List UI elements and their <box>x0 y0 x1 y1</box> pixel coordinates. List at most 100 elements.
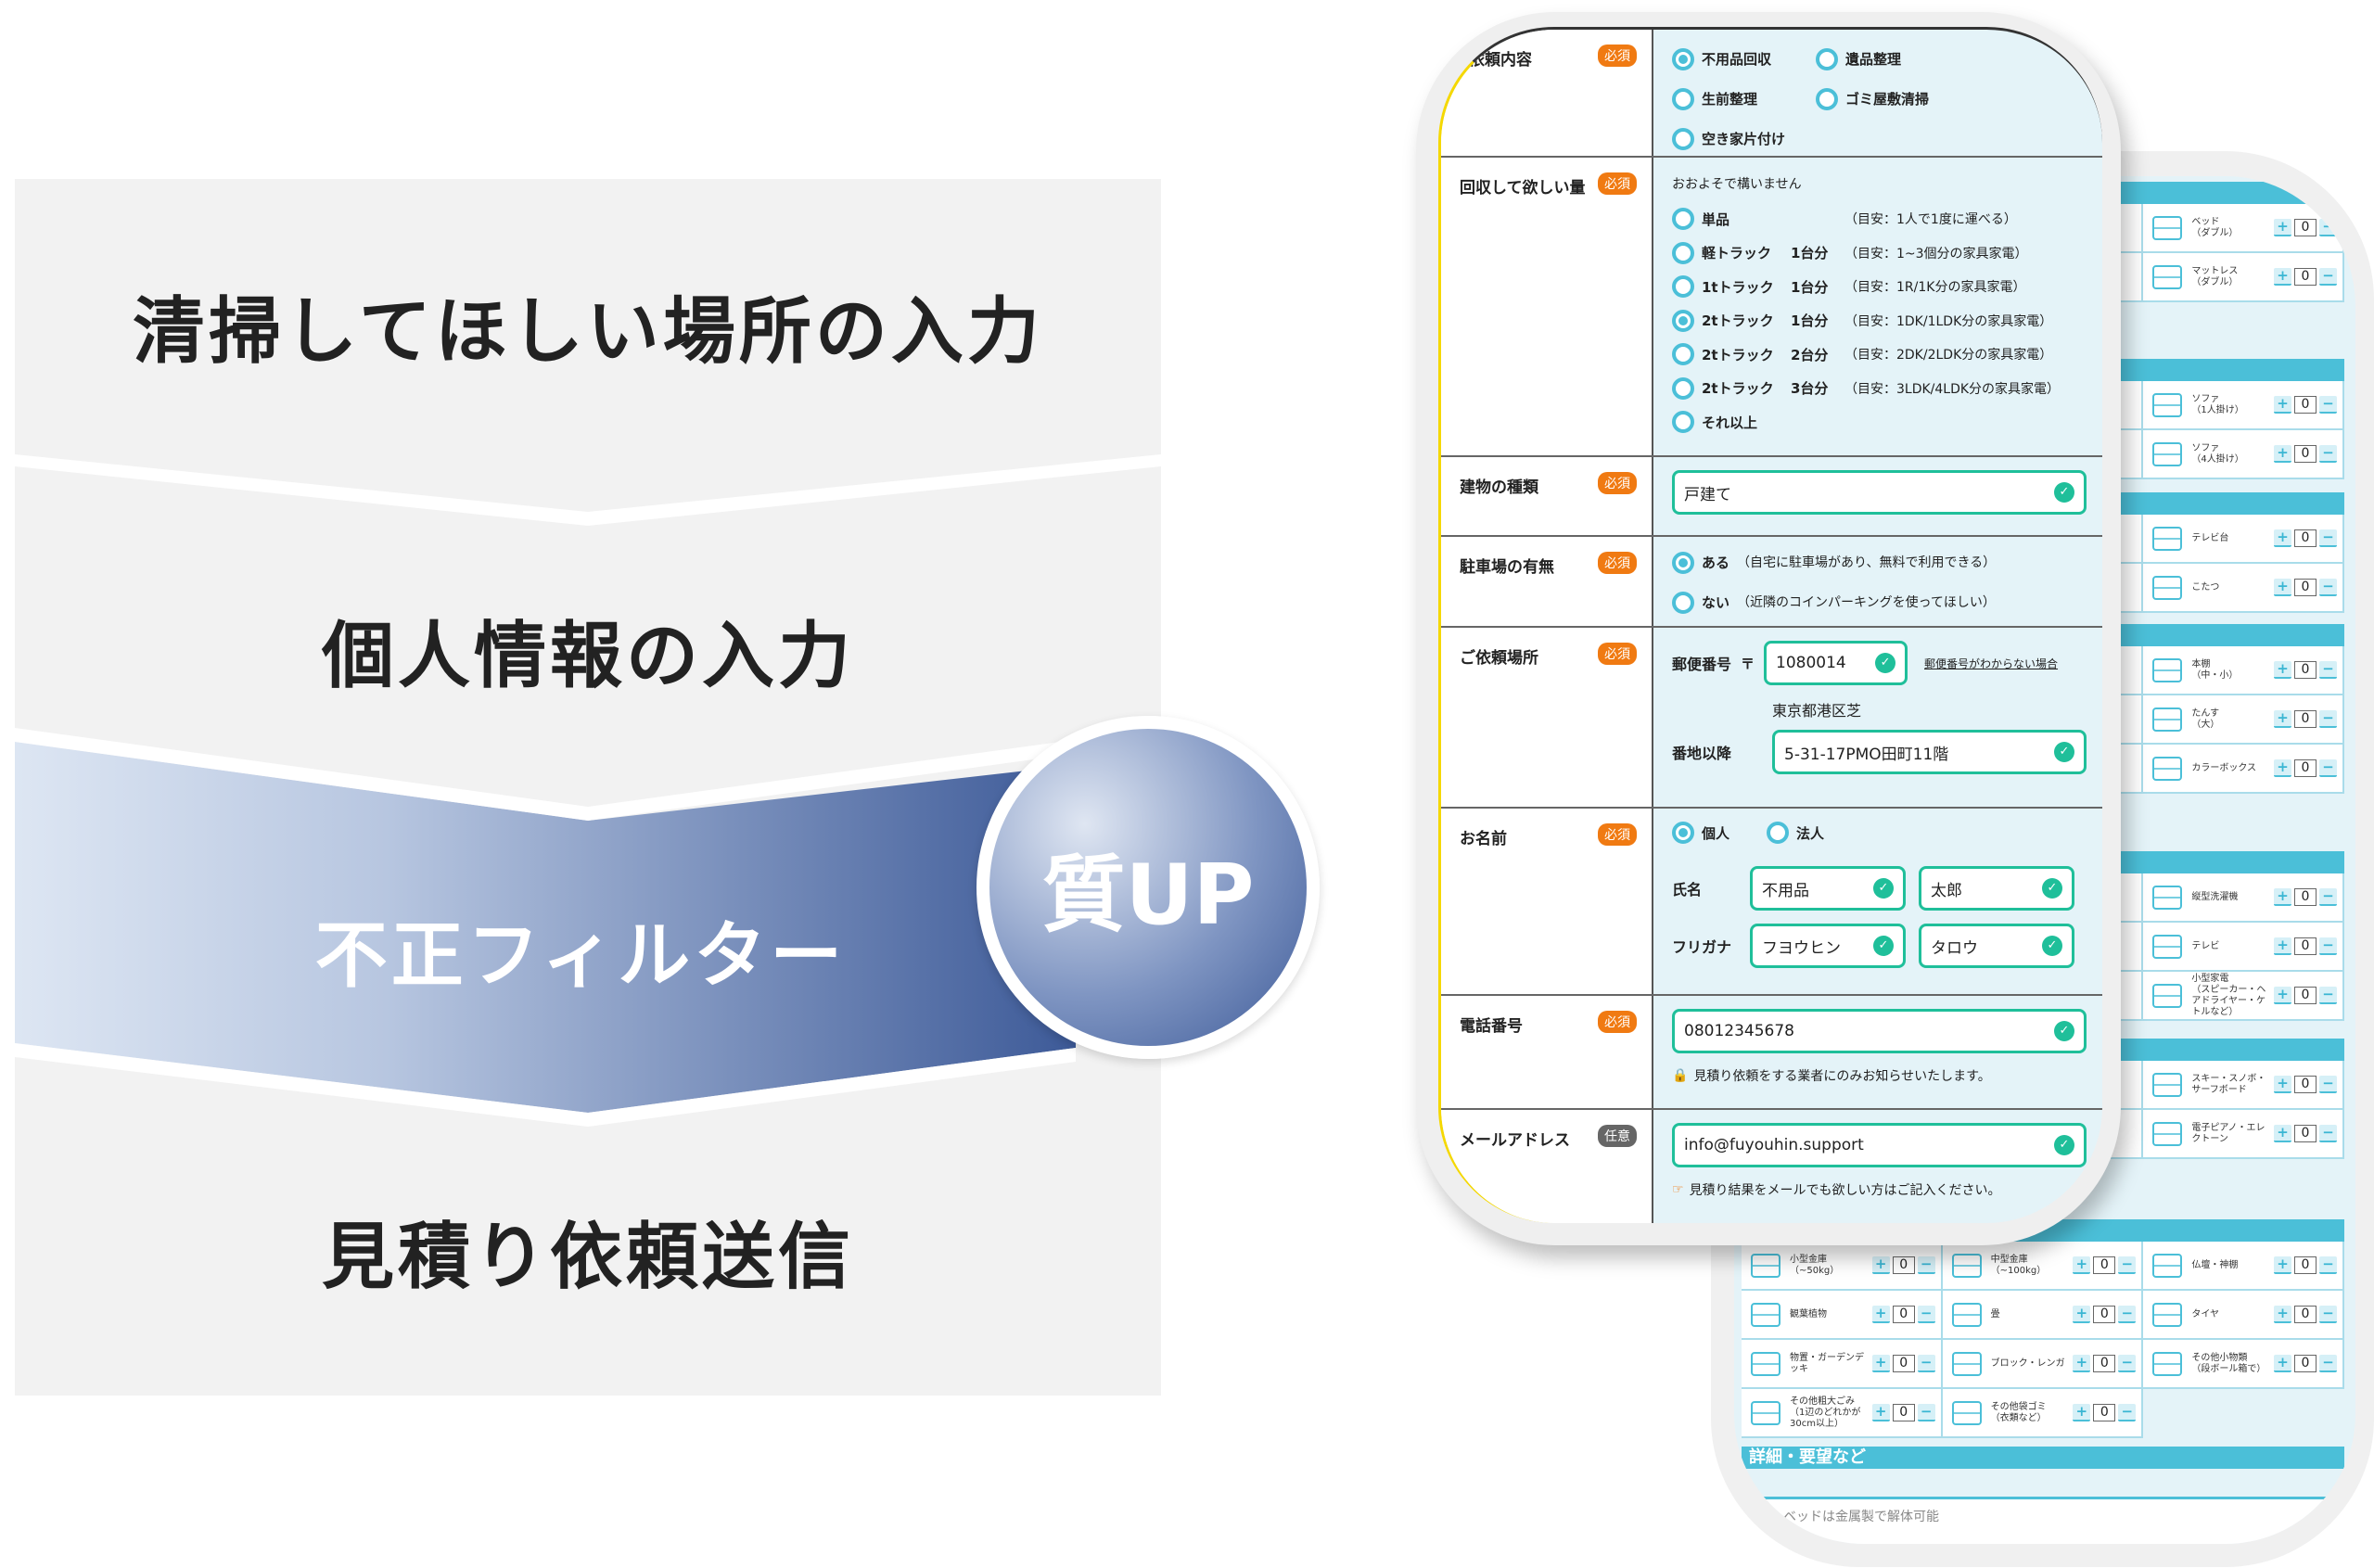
count-input[interactable]: 0 <box>2093 1404 2116 1421</box>
count-input[interactable]: 0 <box>2294 759 2317 777</box>
radio-circle[interactable] <box>1672 822 1694 844</box>
postal-unknown-link[interactable]: 郵便番号がわからない場合 <box>1924 657 2059 670</box>
radio-amount-option[interactable]: 単品（目安：1人で1度に運べる） <box>1672 202 2087 236</box>
minus-button[interactable]: − <box>2319 710 2338 728</box>
count-input[interactable]: 0 <box>2294 529 2317 547</box>
plus-button[interactable]: + <box>2274 1355 2292 1372</box>
minus-button[interactable]: − <box>2319 579 2338 596</box>
plus-button[interactable]: + <box>1871 1256 1890 1274</box>
phone-input[interactable]: 08012345678✓ <box>1672 1009 2087 1053</box>
minus-button[interactable]: − <box>2319 219 2338 236</box>
radio-akiya[interactable]: 空き家片付け <box>1672 122 1785 156</box>
minus-button[interactable]: − <box>2319 888 2338 906</box>
radio-circle[interactable] <box>1816 48 1838 70</box>
count-input[interactable]: 0 <box>1892 1404 1915 1421</box>
radio-fuyouhin[interactable]: 不用品回収 <box>1672 43 1797 76</box>
minus-button[interactable]: − <box>2319 1125 2338 1142</box>
plus-button[interactable]: + <box>2073 1256 2091 1274</box>
count-input[interactable]: 0 <box>2093 1355 2116 1372</box>
plus-button[interactable]: + <box>2274 1256 2292 1274</box>
radio-seizen[interactable]: 生前整理 <box>1672 83 1797 116</box>
minus-button[interactable]: − <box>2319 759 2338 777</box>
count-input[interactable]: 0 <box>2294 445 2317 463</box>
minus-button[interactable]: − <box>2118 1355 2137 1372</box>
radio-circle[interactable] <box>1672 552 1694 574</box>
count-input[interactable]: 0 <box>2294 888 2317 906</box>
radio-ihin[interactable]: 遺品整理 <box>1816 43 1901 76</box>
street-input[interactable]: 5-31-17PMO田町11階✓ <box>1772 730 2087 774</box>
radio-parking-no[interactable]: ない（近隣のコインパーキングを使ってほしい） <box>1672 586 1996 619</box>
count-input[interactable]: 0 <box>2294 268 2317 286</box>
count-input[interactable]: 0 <box>2294 1125 2317 1142</box>
radio-circle[interactable] <box>1672 309 1694 332</box>
first-name-input[interactable]: 太郎✓ <box>1919 866 2074 911</box>
minus-button[interactable]: − <box>2319 396 2338 414</box>
plus-button[interactable]: + <box>1871 1306 1890 1323</box>
minus-button[interactable]: − <box>2319 987 2338 1004</box>
plus-button[interactable]: + <box>2274 759 2292 777</box>
minus-button[interactable]: − <box>2319 1355 2338 1372</box>
first-kana-input[interactable]: タロウ✓ <box>1919 924 2074 968</box>
radio-circle[interactable] <box>1672 208 1694 231</box>
count-input[interactable]: 0 <box>1892 1355 1915 1372</box>
plus-button[interactable]: + <box>2073 1355 2091 1372</box>
count-input[interactable]: 0 <box>2093 1256 2116 1274</box>
minus-button[interactable]: − <box>1917 1355 1935 1372</box>
plus-button[interactable]: + <box>2274 1076 2292 1093</box>
radio-circle[interactable] <box>1672 592 1694 614</box>
count-input[interactable]: 0 <box>1892 1256 1915 1274</box>
minus-button[interactable]: − <box>1917 1404 1935 1421</box>
minus-button[interactable]: − <box>2319 661 2338 679</box>
radio-circle[interactable] <box>1672 88 1694 110</box>
radio-individual[interactable]: 個人 <box>1672 822 1729 844</box>
radio-circle[interactable] <box>1672 411 1694 434</box>
minus-button[interactable]: − <box>2319 445 2338 463</box>
minus-button[interactable]: − <box>2319 1076 2338 1093</box>
plus-button[interactable]: + <box>2274 888 2292 906</box>
plus-button[interactable]: + <box>2274 710 2292 728</box>
count-input[interactable]: 0 <box>1892 1306 1915 1323</box>
plus-button[interactable]: + <box>2274 219 2292 236</box>
count-input[interactable]: 0 <box>2294 396 2317 414</box>
plus-button[interactable]: + <box>2274 529 2292 547</box>
plus-button[interactable]: + <box>2073 1404 2091 1421</box>
radio-circle[interactable] <box>1816 88 1838 110</box>
minus-button[interactable]: − <box>1917 1256 1935 1274</box>
minus-button[interactable]: − <box>2118 1256 2137 1274</box>
details-textarea[interactable]: 例：ベッドは金属製で解体可能 <box>1745 1497 2339 1544</box>
minus-button[interactable]: − <box>2319 529 2338 547</box>
radio-circle[interactable] <box>1672 241 1694 264</box>
count-input[interactable]: 0 <box>2294 937 2317 955</box>
plus-button[interactable]: + <box>2274 268 2292 286</box>
minus-button[interactable]: − <box>2118 1404 2137 1421</box>
minus-button[interactable]: − <box>2319 937 2338 955</box>
count-input[interactable]: 0 <box>2294 1076 2317 1093</box>
plus-button[interactable]: + <box>2274 396 2292 414</box>
radio-corporation[interactable]: 法人 <box>1767 822 1824 844</box>
last-name-input[interactable]: 不用品✓ <box>1750 866 1906 911</box>
count-input[interactable]: 0 <box>2294 1306 2317 1323</box>
count-input[interactable]: 0 <box>2294 710 2317 728</box>
radio-gomiyashiki[interactable]: ゴミ屋敷清掃 <box>1816 83 1929 116</box>
plus-button[interactable]: + <box>1871 1404 1890 1421</box>
count-input[interactable]: 0 <box>2294 1256 2317 1274</box>
radio-circle[interactable] <box>1672 376 1694 400</box>
plus-button[interactable]: + <box>2274 445 2292 463</box>
plus-button[interactable]: + <box>2274 579 2292 596</box>
count-input[interactable]: 0 <box>2294 661 2317 679</box>
radio-circle[interactable] <box>1672 48 1694 70</box>
plus-button[interactable]: + <box>2274 987 2292 1004</box>
minus-button[interactable]: − <box>2319 268 2338 286</box>
email-input[interactable]: info@fuyouhin.support✓ <box>1672 1123 2087 1167</box>
plus-button[interactable]: + <box>2274 1125 2292 1142</box>
minus-button[interactable]: − <box>1917 1306 1935 1323</box>
postal-input[interactable]: 1080014✓ <box>1764 641 1908 685</box>
building-select[interactable]: 戸建て✓ <box>1672 470 2087 515</box>
plus-button[interactable]: + <box>2274 1306 2292 1323</box>
count-input[interactable]: 0 <box>2294 1355 2317 1372</box>
